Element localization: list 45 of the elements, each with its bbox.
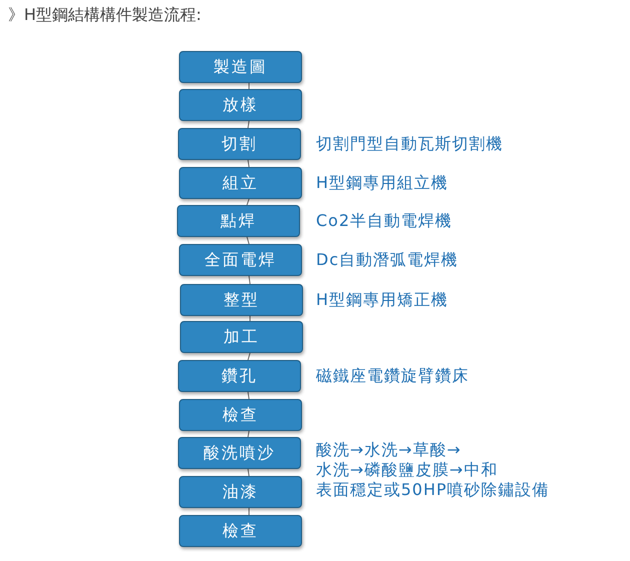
equipment-note: Co2半自動電焊機: [316, 210, 452, 232]
process-box: [180, 284, 303, 316]
diagram-title: 》H型鋼結構構件製造流程:: [8, 5, 202, 25]
process-box: [180, 321, 303, 353]
step-label: 加工: [224, 327, 260, 347]
step-label: 點焊: [220, 211, 256, 231]
connector-line: [248, 468, 250, 476]
step-label: 全面電焊: [204, 250, 276, 270]
connector-line: [248, 508, 250, 516]
step-label: 檢查: [222, 521, 258, 541]
step-label: 組立: [222, 173, 258, 193]
step-label: 整型: [224, 290, 260, 310]
equipment-note: 切割門型自動瓦斯切割機: [316, 133, 503, 155]
equipment-note: 磁鐵座電鑽旋臂鑽床: [316, 365, 469, 387]
process-box: [179, 89, 302, 121]
step-label: 放樣: [222, 95, 258, 115]
step-label: 油漆: [222, 482, 258, 502]
process-box: [178, 128, 301, 160]
connector-line: [248, 120, 250, 128]
process-box: [178, 437, 301, 469]
connector-line: [248, 160, 250, 168]
connector-line: [246, 198, 250, 206]
step-label: 切割: [222, 134, 258, 154]
process-box: [179, 51, 302, 83]
connector-line: [248, 392, 250, 400]
process-box: [178, 360, 301, 392]
step-label: 檢查: [222, 405, 258, 425]
step-label: 酸洗噴沙: [204, 443, 276, 463]
step-label: 鑽孔: [222, 366, 258, 386]
connector-line: [246, 236, 250, 244]
step-label: 製造圖: [214, 57, 268, 77]
process-box: [179, 399, 302, 431]
equipment-note: 酸洗→水洗→草酸→水洗→磷酸鹽皮膜→中和表面穩定或50HP噴砂除鏽設備: [316, 440, 550, 500]
process-box: [179, 476, 302, 508]
process-box: [179, 515, 302, 547]
connector-line: [248, 276, 250, 284]
process-box: [177, 205, 300, 237]
process-box: [179, 167, 302, 199]
equipment-note: H型鋼專用矯正機: [316, 289, 448, 311]
connector-line: [248, 352, 250, 360]
equipment-note: H型鋼專用組立機: [316, 172, 448, 194]
equipment-note: Dc自動潛弧電焊機: [316, 249, 458, 271]
connector-line: [248, 82, 250, 90]
connector-line: [248, 430, 250, 438]
process-box: [179, 244, 302, 276]
